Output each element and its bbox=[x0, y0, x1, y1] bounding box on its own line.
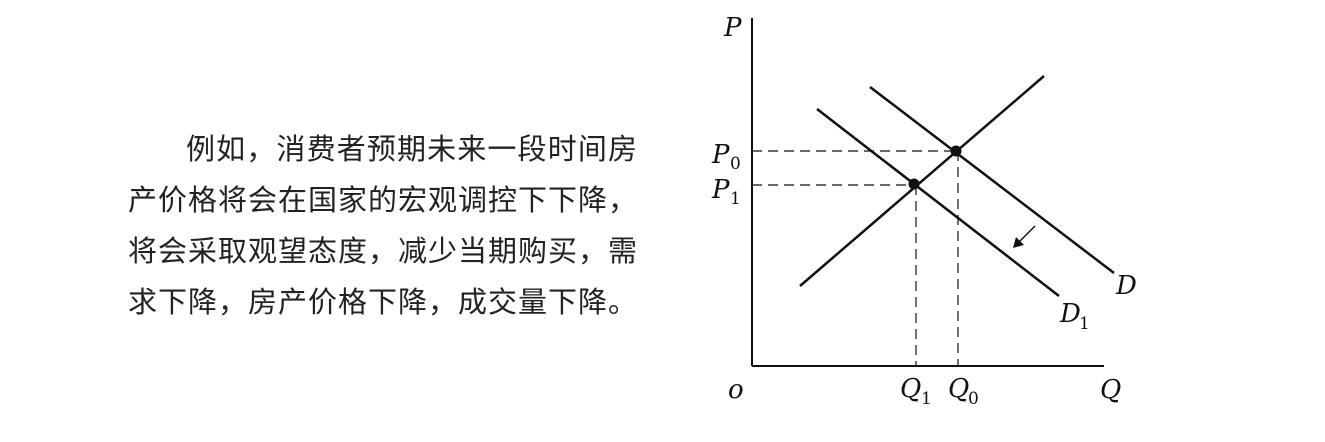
y-axis-label: P bbox=[723, 13, 742, 43]
text-panel: 例如，消费者预期未来一段时间房产价格将会在国家的宏观调控下下降，将会采取观望态度… bbox=[128, 124, 638, 328]
q1-subscript: 1 bbox=[921, 389, 932, 409]
shift-arrow-head bbox=[1013, 237, 1024, 248]
demand-d-label: D bbox=[1115, 271, 1137, 301]
x-axis-label: Q bbox=[1100, 375, 1121, 405]
paragraph: 例如，消费者预期未来一段时间房产价格将会在国家的宏观调控下下降，将会采取观望态度… bbox=[128, 132, 639, 319]
q1-label: Q bbox=[900, 374, 921, 404]
q0-label: Q bbox=[948, 374, 969, 404]
p0-label: P bbox=[711, 140, 730, 170]
demand-d1-label: D bbox=[1059, 299, 1081, 329]
equilibrium-point-e1 bbox=[908, 178, 920, 190]
demand-curve-d1 bbox=[816, 108, 1060, 297]
p1-label: P bbox=[711, 175, 730, 205]
origin-label: o bbox=[728, 375, 744, 405]
p0-subscript: 0 bbox=[730, 154, 741, 174]
q0-subscript: 0 bbox=[968, 389, 979, 409]
demand-d1-subscript: 1 bbox=[1079, 314, 1090, 334]
p1-subscript: 1 bbox=[730, 189, 741, 209]
supply-curve bbox=[799, 75, 1045, 287]
demand-curve-d bbox=[869, 86, 1115, 274]
equilibrium-point-e0 bbox=[950, 145, 962, 157]
